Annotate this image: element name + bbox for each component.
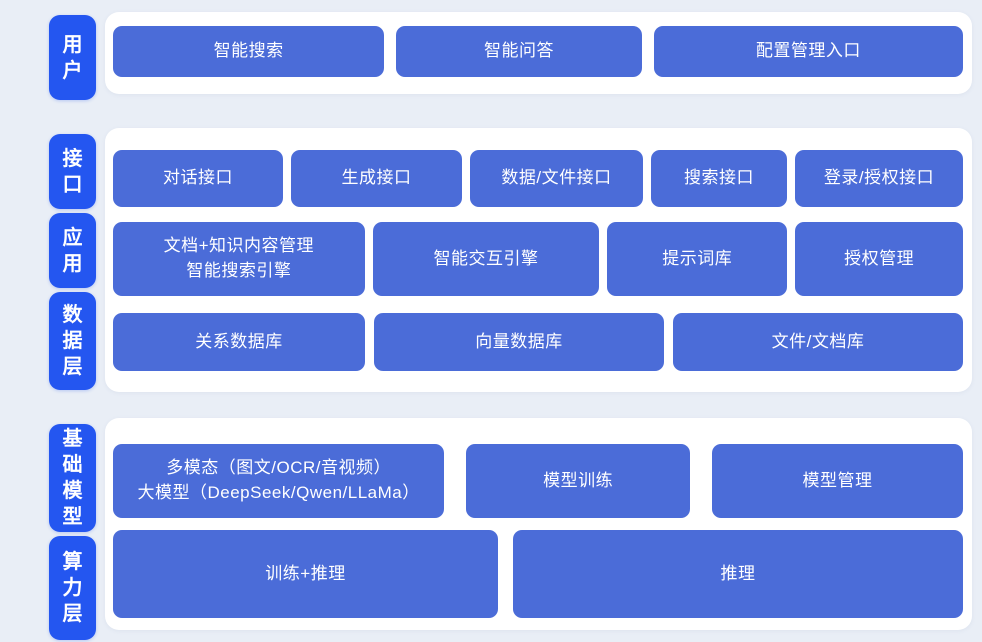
node-search-api: 搜索接口: [651, 150, 787, 207]
user-row: 智能搜索 智能问答 配置管理入口: [113, 26, 963, 77]
node-login-auth-api: 登录/授权接口: [795, 150, 963, 207]
node-generation-api: 生成接口: [291, 150, 462, 207]
node-training-inference: 训练+推理: [113, 530, 498, 618]
node-file-doc-store: 文件/文档库: [673, 313, 963, 371]
node-prompt-library: 提示词库: [607, 222, 788, 296]
layer-label-text: 接口: [62, 147, 83, 196]
layer-label-interface: 接口: [49, 134, 96, 209]
layer-label-text: 应用: [62, 226, 83, 275]
layer-label-user: 用户: [49, 15, 96, 100]
compute-layer-row: 训练+推理 推理: [113, 530, 963, 618]
application-row: 文档+知识内容管理 智能搜索引擎 智能交互引擎 提示词库 授权管理: [113, 222, 963, 296]
node-relational-db: 关系数据库: [113, 313, 365, 371]
foundation-model-row: 多模态（图文/OCR/音视频） 大模型（DeepSeek/Qwen/LLaMa）…: [113, 444, 963, 518]
node-model-training: 模型训练: [466, 444, 691, 518]
layer-label-text: 算力层: [62, 551, 83, 625]
node-config-management-entry: 配置管理入口: [653, 26, 963, 77]
layer-label-text: 数据层: [62, 304, 83, 378]
node-smart-qa: 智能问答: [396, 26, 642, 77]
layer-label-data-layer: 数据层: [49, 292, 96, 390]
node-multimodal-llm: 多模态（图文/OCR/音视频） 大模型（DeepSeek/Qwen/LLaMa）: [113, 444, 445, 518]
layer-label-text: 基础模型: [62, 428, 83, 528]
node-smart-search: 智能搜索: [113, 26, 385, 77]
data-layer-row: 关系数据库 向量数据库 文件/文档库: [113, 313, 963, 371]
node-dialog-api: 对话接口: [113, 150, 283, 207]
layer-label-text: 用户: [62, 33, 83, 82]
node-vector-db: 向量数据库: [374, 313, 664, 371]
layer-label-compute-layer: 算力层: [49, 536, 96, 640]
node-doc-knowledge-search-engine: 文档+知识内容管理 智能搜索引擎: [113, 222, 365, 296]
layer-label-application: 应用: [49, 213, 96, 288]
layer-label-foundation-model: 基础模型: [49, 424, 96, 532]
node-inference: 推理: [513, 530, 963, 618]
node-data-file-api: 数据/文件接口: [470, 150, 643, 207]
bottom-panel: 多模态（图文/OCR/音视频） 大模型（DeepSeek/Qwen/LLaMa）…: [105, 418, 972, 630]
user-panel: 智能搜索 智能问答 配置管理入口: [105, 12, 972, 94]
node-interaction-engine: 智能交互引擎: [372, 222, 600, 296]
node-auth-management: 授权管理: [795, 222, 963, 296]
middle-panel: 对话接口 生成接口 数据/文件接口 搜索接口 登录/授权接口 文档+知识内容管理…: [105, 128, 972, 392]
node-model-management: 模型管理: [712, 444, 963, 518]
interface-row: 对话接口 生成接口 数据/文件接口 搜索接口 登录/授权接口: [113, 150, 963, 207]
